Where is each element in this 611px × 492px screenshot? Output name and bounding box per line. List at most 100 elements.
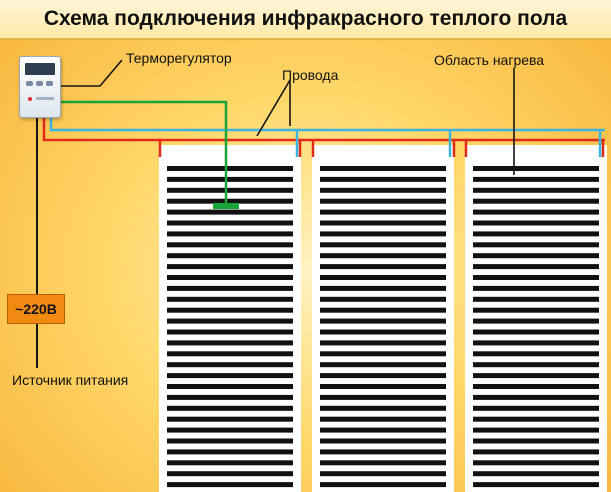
- heating-stripe: [320, 275, 446, 280]
- heating-stripes: [167, 166, 599, 488]
- heating-stripe: [320, 416, 446, 422]
- heating-stripe: [167, 296, 293, 302]
- heating-area-label: Область нагрева: [434, 52, 545, 68]
- heating-stripe: [320, 253, 446, 259]
- heating-stripe: [320, 318, 446, 324]
- heating-stripe: [473, 166, 599, 171]
- heating-stripe: [320, 373, 446, 379]
- heating-stripe: [473, 198, 599, 204]
- heating-stripe: [167, 482, 293, 488]
- heating-stripe: [167, 198, 293, 204]
- heating-stripe: [320, 264, 446, 270]
- heating-stripe: [473, 449, 599, 455]
- heating-stripe: [320, 449, 446, 455]
- heating-stripe: [473, 394, 599, 400]
- heating-stripe: [473, 264, 599, 270]
- heating-stripe: [473, 209, 599, 215]
- heating-stripe: [320, 166, 446, 171]
- heating-stripe: [320, 362, 446, 368]
- heating-stripe: [167, 340, 293, 346]
- heating-stripe: [167, 209, 293, 215]
- heating-stripe: [167, 220, 293, 226]
- heating-stripe: [167, 427, 293, 433]
- heating-stripe: [320, 351, 446, 357]
- heating-stripe: [320, 405, 446, 411]
- heating-stripe: [320, 285, 446, 291]
- heating-stripe: [167, 394, 293, 400]
- heating-stripe: [473, 285, 599, 291]
- heating-stripe: [320, 482, 446, 488]
- thermostat-button: [36, 81, 43, 86]
- heating-stripe: [473, 176, 599, 182]
- heating-stripe: [167, 373, 293, 379]
- heating-stripe: [167, 285, 293, 291]
- heating-stripe: [320, 384, 446, 389]
- heating-stripe: [167, 176, 293, 182]
- heating-stripe: [167, 416, 293, 422]
- heating-stripe: [320, 340, 446, 346]
- heating-stripe: [473, 329, 599, 335]
- thermostat-button: [26, 81, 33, 86]
- heating-stripe: [473, 231, 599, 237]
- heating-stripe: [167, 405, 293, 411]
- heating-stripe: [167, 329, 293, 335]
- wiring: [36, 59, 605, 368]
- heating-stripe: [473, 340, 599, 346]
- heating-stripe: [167, 449, 293, 455]
- heating-stripe: [320, 296, 446, 302]
- heating-stripe: [320, 187, 446, 193]
- heating-stripe: [167, 351, 293, 357]
- thermostat-label: Терморегулятор: [126, 50, 232, 66]
- thermostat-led: [28, 97, 32, 101]
- heating-stripe: [473, 242, 599, 248]
- heating-stripe: [473, 427, 599, 433]
- thermostat-leader: [59, 59, 123, 87]
- heating-stripe: [167, 187, 293, 193]
- heating-stripe: [473, 307, 599, 313]
- heating-stripe: [473, 373, 599, 379]
- heating-stripe: [320, 231, 446, 237]
- heating-stripe: [320, 394, 446, 400]
- thermostat-button: [46, 81, 53, 86]
- heating-stripe: [473, 318, 599, 324]
- thermostat-device: [19, 56, 61, 118]
- heating-stripe: [320, 307, 446, 313]
- heating-stripe: [473, 275, 599, 280]
- sensor-wire: [59, 100, 228, 205]
- voltage-label: ~220В: [7, 294, 65, 324]
- heating-stripe: [167, 471, 293, 477]
- thermostat-screen: [25, 63, 55, 75]
- heating-stripe: [320, 329, 446, 335]
- wires-leader-1: [256, 79, 291, 137]
- heating-stripe: [167, 264, 293, 270]
- page-title: Схема подключения инфракрасного теплого …: [0, 0, 611, 40]
- heating-stripe: [473, 253, 599, 259]
- neutral-wire: [49, 116, 605, 157]
- heating-stripe: [473, 405, 599, 411]
- heating-stripe: [320, 198, 446, 204]
- heating-stripe: [473, 220, 599, 226]
- heating-stripe: [320, 471, 446, 477]
- heating-stripe: [473, 296, 599, 302]
- heating-stripe: [473, 187, 599, 193]
- heating-stripe: [320, 438, 446, 444]
- heating-stripe: [167, 318, 293, 324]
- heating-stripe: [167, 438, 293, 444]
- heating-stripe: [320, 427, 446, 433]
- heating-stripe: [320, 176, 446, 182]
- heating-stripe: [320, 209, 446, 215]
- heating-stripe: [167, 362, 293, 368]
- heating-stripe: [473, 471, 599, 477]
- heating-stripe: [167, 242, 293, 248]
- heating-stripe: [320, 220, 446, 226]
- heating-stripe: [473, 482, 599, 488]
- heating-stripe: [473, 460, 599, 466]
- heating-stripe: [473, 384, 599, 389]
- power-source-label: Источник питания: [12, 372, 129, 388]
- thermostat-logo: [36, 97, 54, 100]
- heating-stripe: [167, 253, 293, 259]
- phase-wire: [42, 116, 605, 157]
- heating-stripe: [473, 351, 599, 357]
- heating-stripe: [167, 307, 293, 313]
